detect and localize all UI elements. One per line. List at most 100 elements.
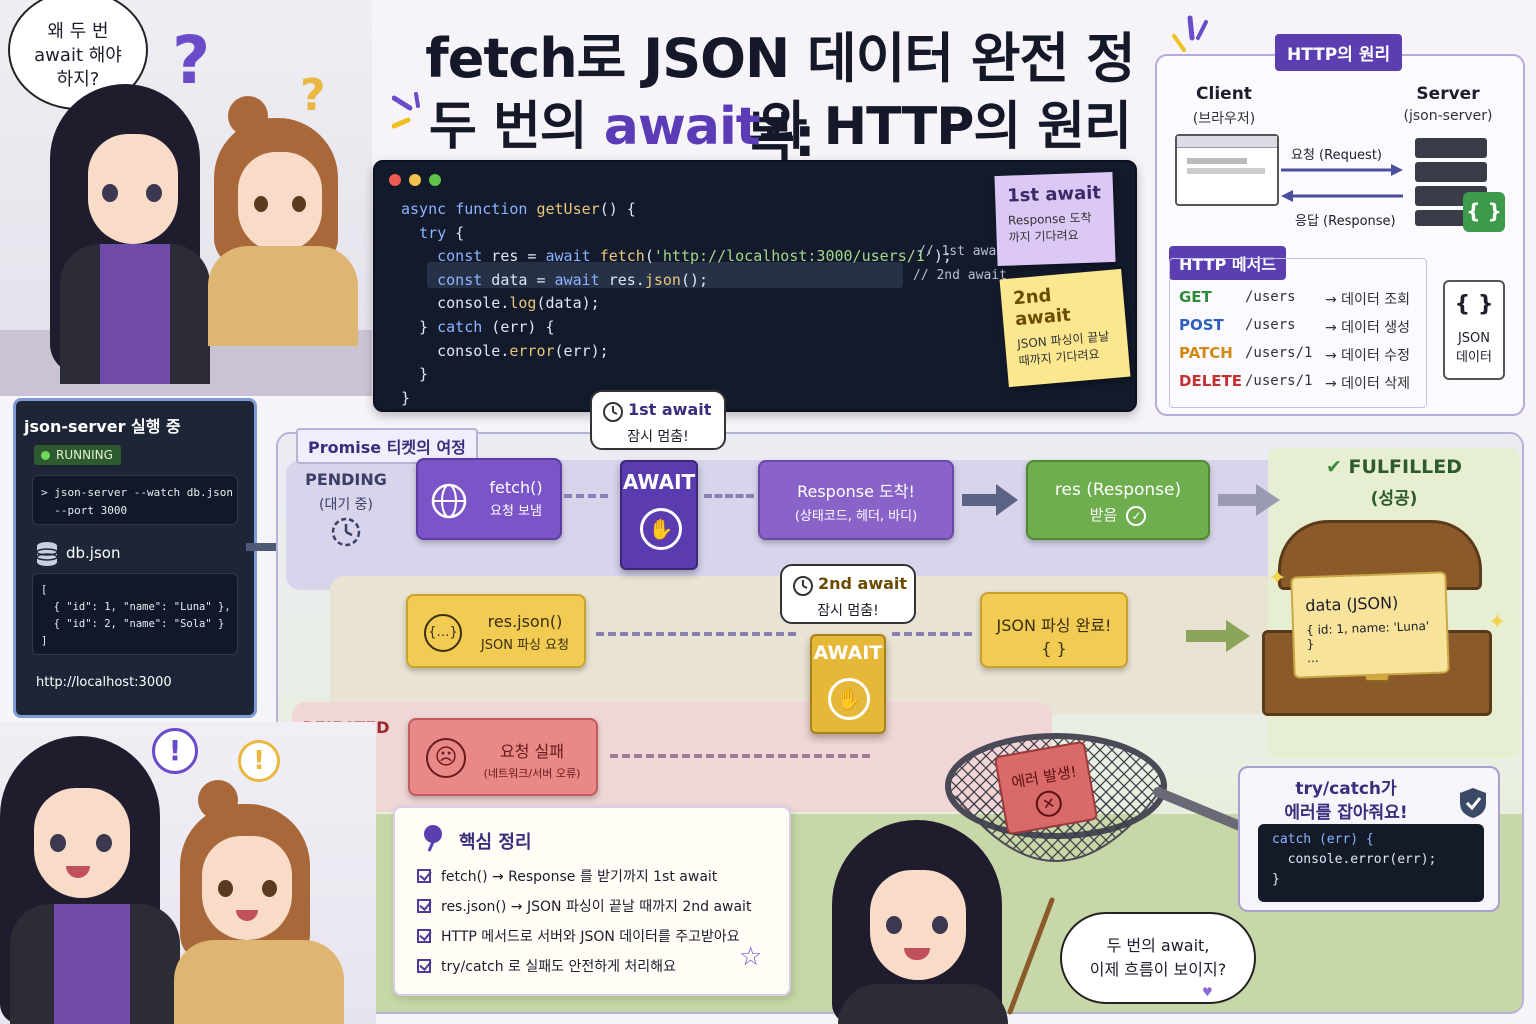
fulfilled-text: FULFILLED: [1348, 456, 1463, 478]
speech-bubble-summary: 두 번의 await, 이제 흐름이 보이지? ♥: [1060, 912, 1256, 1004]
subtitle-prefix: 두 번의: [429, 97, 604, 157]
running-badge: RUNNING: [34, 445, 121, 465]
code-line: async function getUser() {: [401, 200, 636, 218]
ticket-subtitle: (상태코드, 헤더, 바디): [794, 509, 918, 524]
json-server-panel: json-server 실행 중 RUNNING > json-server -…: [13, 398, 257, 718]
arrow-right-icon: [1186, 620, 1252, 656]
character-teacher: [824, 820, 1024, 1024]
heart-icon: ♥: [1202, 985, 1213, 999]
check-circle-icon: ✓: [1126, 506, 1147, 526]
page-title: fetch로 JSON 데이터 완전 정복:: [425, 27, 1135, 169]
method-name: GET: [1179, 288, 1212, 306]
json-badge-icon: { }: [1463, 192, 1505, 232]
subtitle-accent: await: [603, 97, 761, 157]
db-line: [: [41, 584, 48, 596]
arrow-right-icon: [1218, 484, 1282, 520]
page-subtitle: 두 번의 await와 HTTP의 원리: [400, 84, 1160, 159]
window-minimize-dot[interactable]: [409, 174, 421, 186]
ticket-title: res.json(): [487, 612, 563, 631]
ticket-subtitle: { }: [1041, 639, 1067, 658]
code-line: }: [401, 388, 411, 407]
ticket-request-failed: ☹ 요청 실패 (네트워크/서버 오류): [408, 718, 598, 796]
code-line: } catch (err) {: [401, 317, 555, 336]
method-path: /users/1: [1245, 345, 1313, 361]
character-dark-hair: [40, 84, 220, 384]
summary-note: 핵심 정리 ☆ fetch() → Response 를 받기까지 1st aw…: [393, 806, 791, 996]
ticket-subtitle: 받음: [1089, 506, 1118, 524]
client-sublabel: (브라우저): [1192, 111, 1256, 127]
bubble-title: 2nd await: [818, 574, 908, 593]
speech-line: await 해야: [34, 45, 122, 66]
browser-icon: [1175, 134, 1279, 206]
bubble-2nd-await: 2nd await 잠시 멈춤!: [780, 564, 916, 624]
ticket-title: JSON 파싱 완료!: [996, 616, 1112, 635]
code-line: console.error(err);: [401, 341, 609, 360]
character-brown-hair-happy: [174, 780, 354, 1024]
ticket-subtitle: (네트워크/서버 오류): [483, 767, 581, 780]
db-line: { "id": 2, "name": "Sola" }: [41, 618, 225, 630]
sticky-note-1st-await: 1st await Response 도착까지 기다려요: [994, 171, 1116, 267]
braces-icon: {…}: [424, 614, 462, 652]
code-block: async function getUser() { try { const r…: [401, 198, 952, 410]
ticket-title: fetch(): [489, 478, 543, 497]
summary-item-text: res.json() → JSON 파싱이 끝날 때까지 2nd await: [441, 899, 752, 915]
pin-icon: [421, 824, 445, 856]
code-line: try {: [419, 223, 465, 242]
code-line: catch (err) {: [1272, 832, 1374, 847]
db-line: ]: [41, 635, 48, 647]
db-json-label: db.json: [66, 544, 121, 562]
globe-icon: [430, 482, 468, 524]
chest-card-title: data (JSON): [1304, 593, 1399, 616]
http-panel-tag: HTTP의 원리: [1275, 34, 1403, 71]
server-label: Server: [1416, 84, 1480, 104]
summary-item-text: HTTP 메서드로 서버와 JSON 데이터를 주고받아요: [441, 929, 740, 945]
question-mark-icon: ?: [172, 22, 211, 99]
summary-title: 핵심 정리: [459, 832, 532, 853]
character-dark-hair-happy: [0, 736, 190, 1024]
try-catch-title: try/catch가: [1295, 779, 1397, 799]
checkbox-icon: [417, 959, 431, 973]
checkbox-icon: [417, 929, 431, 943]
code-line: console.log(data);: [401, 294, 600, 313]
speech-line: 왜 두 번: [47, 21, 109, 42]
checkbox-icon: [417, 899, 431, 913]
ticket-subtitle: JSON 파싱 요청: [480, 638, 570, 653]
method-description: → 데이터 조회: [1325, 292, 1411, 308]
db-line: { "id": 1, "name": "Luna" },: [41, 601, 231, 613]
code-line: const res = await fetch('http://localhos…: [437, 247, 952, 266]
terminal-box: > json-server --watch db.json --port 300…: [32, 475, 238, 525]
code-line: }: [1272, 872, 1280, 887]
dashed-arrow: [564, 494, 608, 498]
bubble-subtitle: 잠시 멈춤!: [817, 603, 879, 619]
ticket-res-json: {…} res.json() JSON 파싱 요청: [406, 594, 586, 668]
ticket-fetch: fetch() 요청 보냄: [416, 458, 562, 540]
bubble-1st-await: 1st await 잠시 멈춤!: [590, 390, 726, 450]
stop-hand-icon: ✋: [828, 678, 870, 720]
clock-icon: [330, 516, 362, 552]
await-sign-2: AWAIT ✋: [810, 634, 886, 734]
await-sign-label: AWAIT: [622, 470, 696, 494]
try-catch-panel: try/catch가 에러를 잡아줘요! catch (err) { conso…: [1238, 766, 1500, 912]
status-dot-icon: [41, 451, 50, 460]
await-sign-1: AWAIT ✋: [620, 460, 698, 570]
await-sign-label: AWAIT: [813, 642, 883, 664]
response-arrow-icon: [1279, 188, 1405, 207]
ticket-res-received: res (Response) 받음 ✓: [1026, 460, 1210, 540]
window-close-dot[interactable]: [389, 174, 401, 186]
check-icon: ✔: [1325, 456, 1349, 478]
exclamation-icon: !: [152, 728, 198, 774]
question-mark-icon: ?: [300, 70, 326, 121]
code-line: const data = await res.json();: [437, 270, 709, 289]
method-name: DELETE: [1179, 372, 1242, 390]
client-label: Client: [1196, 84, 1252, 104]
method-description: → 데이터 수정: [1325, 348, 1411, 364]
code-comment-1st-await: // 1st await: [918, 244, 1012, 259]
speech-line: 하지?: [56, 69, 100, 90]
summary-item-text: try/catch 로 실패도 안전하게 처리해요: [441, 959, 676, 975]
method-description: → 데이터 삭제: [1325, 376, 1411, 392]
speech-line: 이제 흐름이 보이지?: [1089, 960, 1227, 979]
shield-icon: [1458, 786, 1488, 824]
dashed-arrow: [704, 494, 754, 498]
json-data-card: { } JSON 데이터: [1443, 280, 1505, 380]
window-maximize-dot[interactable]: [429, 174, 441, 186]
